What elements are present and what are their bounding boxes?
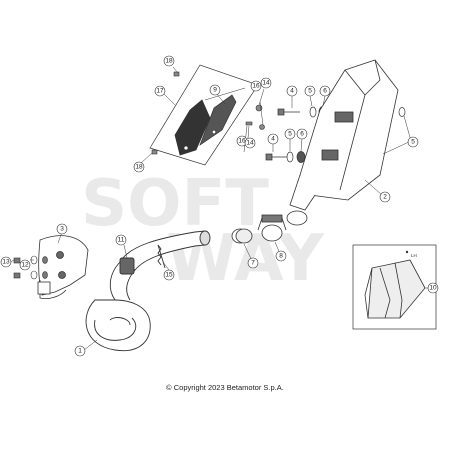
part-clamp (257, 214, 287, 242)
svg-text:17: 17 (156, 88, 164, 95)
bolt-13-lower (13, 272, 21, 279)
bolt-18-top (173, 71, 180, 77)
nut-upper (42, 256, 48, 264)
callout-5-upper: 5 (304, 85, 316, 97)
clip-16 (245, 121, 253, 126)
svg-text:9: 9 (213, 87, 217, 94)
callout-12: 12 (19, 259, 31, 271)
callout-6-lower: 6 (296, 128, 308, 140)
svg-text:15: 15 (165, 272, 173, 279)
washer-5-upper (309, 106, 317, 118)
bolt-13-upper (13, 257, 21, 264)
part-header-guard (37, 235, 89, 299)
callout-14-bottom: 14 (244, 137, 256, 149)
tag-lh: LH (411, 253, 417, 258)
callout-11: 11 (115, 234, 127, 246)
svg-text:1: 1 (78, 348, 82, 355)
part-silencer (286, 59, 399, 226)
callout-16-top: 16 (250, 80, 262, 92)
part-gasket (231, 228, 253, 244)
svg-text:16: 16 (238, 138, 246, 145)
callout-9: 9 (209, 84, 221, 96)
callout-3: 3 (56, 223, 68, 235)
svg-text:5: 5 (411, 139, 415, 146)
svg-text:18: 18 (135, 164, 143, 171)
grommet-6-lower (296, 151, 306, 163)
callouts: 18 17 9 14 16 16 14 18 4 5 6 4 5 6 5 2 7… (0, 55, 439, 357)
svg-text:11: 11 (118, 237, 125, 244)
washer-5-lower (286, 151, 294, 163)
svg-text:6: 6 (300, 131, 304, 138)
nut-lower (42, 271, 48, 279)
svg-text:5: 5 (308, 88, 312, 95)
spring-15 (157, 244, 166, 269)
part-heat-shield-bracket (149, 64, 259, 166)
callout-10: 10 (427, 282, 439, 294)
callout-13: 13 (0, 256, 12, 268)
callout-18-top: 18 (163, 55, 175, 67)
svg-text:4: 4 (271, 136, 275, 143)
washer-12-lower (30, 270, 38, 280)
svg-text:14: 14 (246, 140, 254, 147)
part-10-box: LH (352, 244, 437, 330)
svg-text:10: 10 (429, 285, 437, 292)
callout-17: 17 (154, 85, 166, 97)
part-header-pipe (85, 230, 211, 352)
svg-text:4: 4 (290, 88, 294, 95)
watermark-line1: SOFT (81, 167, 269, 241)
svg-text:8: 8 (279, 253, 283, 260)
svg-text:3: 3 (60, 226, 64, 233)
svg-text:7: 7 (251, 260, 255, 267)
svg-text:18: 18 (165, 58, 173, 65)
bolt-18-bottom (151, 149, 158, 155)
callout-14-top: 14 (260, 77, 272, 89)
callout-5-right: 5 (407, 136, 419, 148)
washer-5-right-upper (398, 107, 406, 117)
callout-1: 1 (74, 345, 86, 357)
svg-text:16: 16 (252, 83, 260, 90)
callout-5-lower: 5 (284, 128, 296, 140)
svg-text:14: 14 (262, 80, 270, 87)
callout-4-upper: 4 (286, 85, 298, 97)
callout-6-upper: 6 (319, 85, 331, 97)
svg-text:13: 13 (2, 259, 10, 266)
spacer-16 (259, 124, 265, 130)
svg-text:6: 6 (323, 88, 327, 95)
callout-2: 2 (379, 191, 391, 203)
svg-text:2: 2 (383, 194, 387, 201)
left-fasteners (13, 255, 48, 280)
callout-8: 8 (275, 250, 287, 262)
copyright-text: © Copyright 2023 Betamotor S.p.A. (166, 383, 284, 392)
callout-18-bottom: 18 (133, 161, 145, 173)
svg-text:5: 5 (288, 131, 292, 138)
callout-4-lower: 4 (267, 133, 279, 145)
callout-7: 7 (247, 257, 259, 269)
callout-15: 15 (163, 269, 175, 281)
svg-text:12: 12 (21, 262, 29, 269)
